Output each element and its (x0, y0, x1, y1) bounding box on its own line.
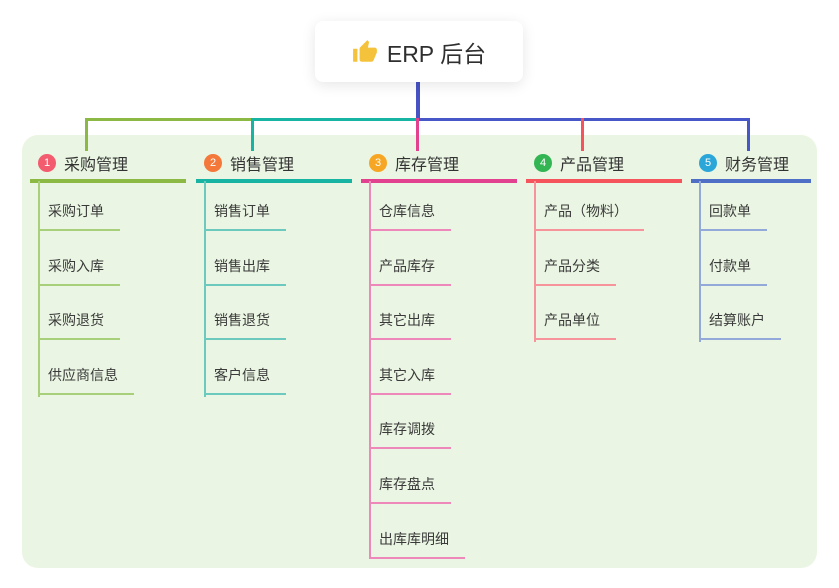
drop-inventory (416, 118, 419, 151)
child-node[interactable]: 采购入库 (38, 257, 120, 286)
child-node[interactable]: 仓库信息 (369, 202, 451, 231)
branch-node-inventory[interactable]: 3 库存管理 (361, 147, 517, 183)
rail-sales (252, 118, 419, 121)
branch-label: 销售管理 (230, 157, 295, 174)
child-node[interactable]: 产品分类 (534, 257, 616, 286)
child-node[interactable]: 库存盘点 (369, 475, 451, 504)
child-node[interactable]: 销售订单 (204, 202, 286, 231)
child-rail-purchase (38, 181, 40, 397)
branch-node-sales[interactable]: 2 销售管理 (196, 147, 352, 183)
drop-product (581, 118, 584, 151)
child-node[interactable]: 供应商信息 (38, 366, 134, 395)
child-node[interactable]: 其它入库 (369, 366, 451, 395)
branch-label: 产品管理 (560, 157, 625, 174)
child-node[interactable]: 产品（物料） (534, 202, 644, 231)
child-rail-inventory (369, 181, 371, 559)
child-node[interactable]: 产品单位 (534, 311, 616, 340)
child-rail-product (534, 181, 536, 342)
root-node[interactable]: ERP 后台 (315, 21, 523, 82)
trunk-connector (416, 82, 420, 121)
branch-label: 财务管理 (725, 157, 790, 174)
child-node[interactable]: 付款单 (699, 257, 767, 286)
branch-badge: 2 (204, 154, 222, 172)
child-node[interactable]: 采购退货 (38, 311, 120, 340)
child-node[interactable]: 出库库明细 (369, 530, 465, 559)
child-node[interactable]: 结算账户 (699, 311, 781, 340)
branch-badge: 1 (38, 154, 56, 172)
child-node[interactable]: 库存调拨 (369, 420, 451, 449)
branch-label: 采购管理 (64, 157, 129, 174)
branch-badge: 5 (699, 154, 717, 172)
branch-node-product[interactable]: 4 产品管理 (526, 147, 682, 183)
child-rail-finance (699, 181, 701, 342)
child-node[interactable]: 销售退货 (204, 311, 286, 340)
child-rail-sales (204, 181, 206, 397)
child-node[interactable]: 回款单 (699, 202, 767, 231)
thumbs-up-icon (352, 39, 377, 62)
drop-sales (251, 118, 254, 151)
branch-badge: 3 (369, 154, 387, 172)
child-node[interactable]: 客户信息 (204, 366, 286, 395)
child-node[interactable]: 其它出库 (369, 311, 451, 340)
drop-purchase (85, 118, 88, 151)
branch-node-purchase[interactable]: 1 采购管理 (30, 147, 186, 183)
rail-purchase (86, 118, 254, 121)
mindmap-panel (22, 135, 817, 568)
child-node[interactable]: 采购订单 (38, 202, 120, 231)
drop-finance (747, 118, 750, 151)
child-node[interactable]: 产品库存 (369, 257, 451, 286)
child-node[interactable]: 销售出库 (204, 257, 286, 286)
branch-label: 库存管理 (395, 157, 460, 174)
branch-badge: 4 (534, 154, 552, 172)
branch-node-finance[interactable]: 5 财务管理 (691, 147, 811, 183)
root-label: ERP 后台 (386, 40, 487, 67)
